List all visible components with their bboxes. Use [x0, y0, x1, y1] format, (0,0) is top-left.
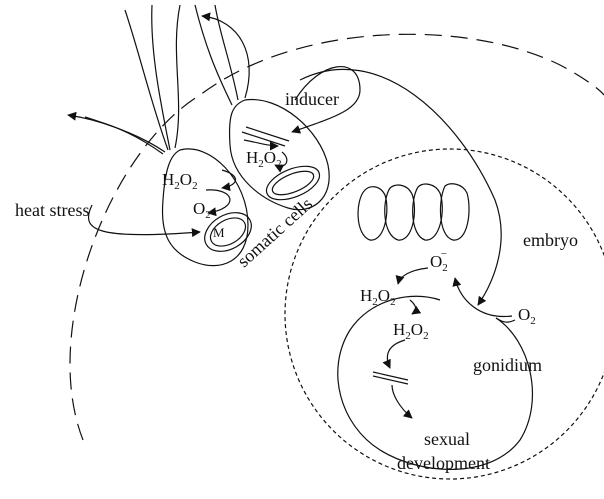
gonidium-label: gonidium	[473, 355, 542, 375]
o2-label: O2	[193, 199, 211, 221]
receptor-bars	[242, 127, 289, 146]
h2o2-signal-arrow	[387, 340, 405, 368]
signal-bars	[373, 372, 408, 384]
development-label: development	[397, 453, 490, 473]
h2o2-diffuse-arrow	[410, 300, 416, 314]
superoxide-label: O2−	[430, 248, 448, 274]
mitochondrion-label: M	[213, 225, 225, 240]
h2o2-label: H2O2	[162, 170, 198, 192]
h2o2-label: H2O2	[246, 148, 282, 170]
o2-label: O2	[518, 305, 536, 327]
h2o2-label: H2O2	[393, 320, 429, 342]
flagella	[68, 5, 249, 154]
h2o2-label: H2O2	[360, 286, 396, 308]
sexual-label: sexual	[424, 429, 470, 449]
heat-stress-label: heat stress	[15, 200, 89, 220]
superoxide-to-h2o2-arrow	[398, 268, 428, 284]
heat-stress-arrow	[89, 205, 200, 235]
inducer-label: inducer	[285, 89, 339, 109]
development-arrow	[392, 385, 412, 418]
embryo-label: embryo	[523, 230, 578, 250]
embryo-cells	[358, 184, 469, 240]
somatic-cell-right	[230, 100, 330, 210]
